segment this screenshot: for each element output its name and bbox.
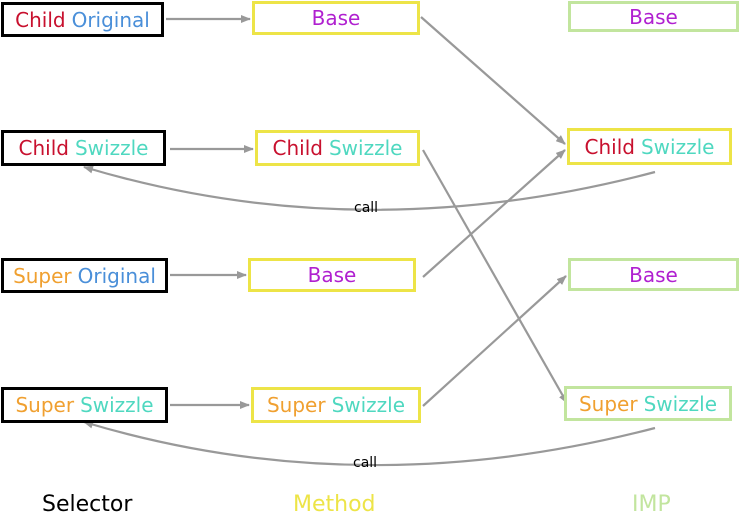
label-swizzle: Swizzle <box>74 136 149 160</box>
imp-super-swizzle: Super Swizzle <box>564 386 732 421</box>
label-swizzle: Swizzle <box>331 393 406 417</box>
label-super: Super <box>266 393 326 417</box>
column-label-imp: IMP <box>632 492 671 515</box>
label-base: Base <box>629 262 678 287</box>
method-super-swizzle: Super Swizzle <box>251 387 421 423</box>
call-label-super: call <box>353 455 378 471</box>
arrow-method1-to-imp2 <box>420 16 566 145</box>
selector-child-swizzle: Child Swizzle <box>1 130 166 166</box>
label-base: Base <box>311 6 361 30</box>
method-base-1: Base <box>252 1 420 35</box>
label-base: Base <box>629 4 678 29</box>
selector-child-original: Child Original <box>1 2 164 37</box>
column-label-selector: Selector <box>42 492 133 515</box>
method-base-2: Base <box>248 258 416 292</box>
label-swizzle: Swizzle <box>80 393 154 417</box>
label-super: Super <box>13 263 72 288</box>
arrow-method3-to-imp2 <box>422 149 566 278</box>
label-original: Original <box>77 263 156 288</box>
label-child: Child <box>18 136 69 160</box>
arrow-method2-to-imp4 <box>422 149 568 404</box>
selector-super-swizzle: Super Swizzle <box>1 387 168 423</box>
arrow-method4-to-imp3 <box>422 275 567 407</box>
label-super: Super <box>578 391 638 416</box>
label-swizzle: Swizzle <box>328 136 403 160</box>
label-child: Child <box>584 134 635 159</box>
imp-base-1: Base <box>568 1 739 32</box>
label-child: Child <box>272 136 323 160</box>
label-base: Base <box>307 263 357 287</box>
label-child: Child <box>15 7 66 32</box>
label-swizzle: Swizzle <box>640 134 715 159</box>
imp-base-2: Base <box>568 258 739 291</box>
imp-child-swizzle: Child Swizzle <box>567 128 732 165</box>
call-curve-super <box>83 420 656 467</box>
column-label-method: Method <box>293 492 376 515</box>
label-super: Super <box>15 393 75 417</box>
label-swizzle: Swizzle <box>643 391 718 416</box>
call-curve-child <box>83 165 656 211</box>
label-original: Original <box>71 7 150 32</box>
selector-super-original: Super Original <box>1 258 168 293</box>
call-label-child: call <box>354 200 379 216</box>
method-child-swizzle: Child Swizzle <box>255 130 420 166</box>
